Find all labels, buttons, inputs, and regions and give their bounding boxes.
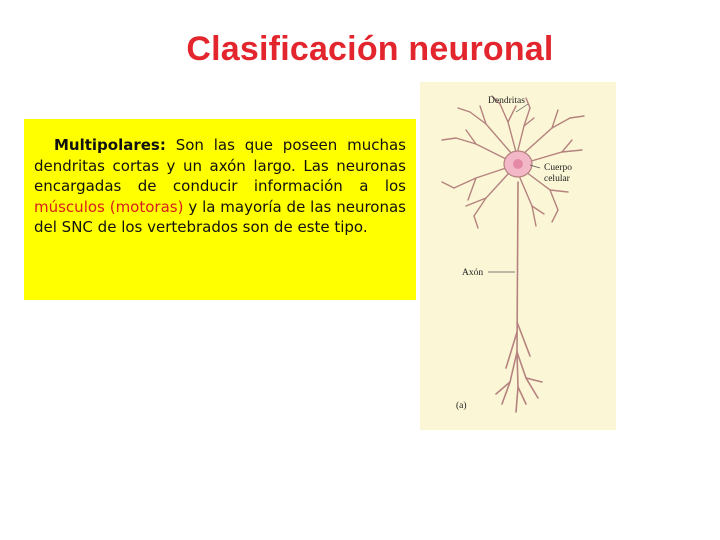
label-dendrites: Dendritas (488, 96, 525, 106)
label-cell-body-line2: celular (544, 174, 571, 184)
axon (496, 182, 542, 412)
term-multipolar: Multipolares: (54, 136, 166, 154)
slide-title: Clasificación neuronal (0, 30, 720, 69)
nucleus (513, 159, 523, 169)
highlighted-term: músculos (motoras) (34, 198, 183, 216)
label-panel-a: (a) (456, 400, 467, 411)
description-box: Multipolares: Son las que poseen muchas … (24, 119, 416, 300)
neuron-figure: Dendritas Cuerpo celular Axón (a) (420, 82, 616, 430)
label-axon: Axón (462, 268, 483, 278)
description-paragraph: Multipolares: Son las que poseen muchas … (34, 135, 406, 238)
multipolar-neuron-diagram: Dendritas Cuerpo celular Axón (a) (420, 82, 616, 430)
label-cell-body-line1: Cuerpo (544, 163, 572, 173)
